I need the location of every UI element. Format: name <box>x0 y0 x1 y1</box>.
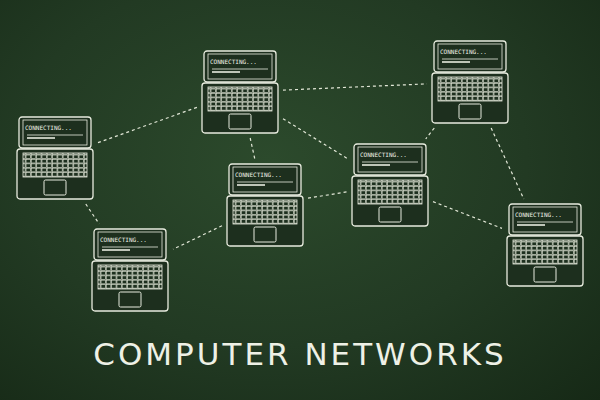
laptop-part <box>233 167 297 192</box>
laptop-node: CONNECTING... <box>430 39 510 125</box>
screen-label: CONNECTING... <box>25 124 72 131</box>
laptop-part <box>102 249 130 251</box>
laptop-part <box>27 135 83 136</box>
laptop-part <box>362 162 418 163</box>
laptop-part <box>254 227 276 242</box>
screen-label: CONNECTING... <box>100 236 147 243</box>
diagram-title: COMPUTER NETWORKS <box>0 336 600 372</box>
laptop-part <box>204 51 276 82</box>
laptop-part <box>98 232 162 257</box>
laptop-part <box>23 120 87 145</box>
laptop-part <box>17 149 93 199</box>
screen-label: CONNECTING... <box>235 171 282 178</box>
network-link <box>283 119 347 159</box>
laptop-part <box>19 117 91 148</box>
laptop-node: CONNECTING... <box>350 142 430 228</box>
laptop-part <box>507 236 583 286</box>
network-link <box>308 192 347 198</box>
laptop-part <box>517 222 573 223</box>
laptop-part <box>119 292 141 307</box>
screen-label: CONNECTING... <box>515 211 562 218</box>
screen-label: CONNECTING... <box>360 151 407 158</box>
laptop-part <box>442 61 470 63</box>
network-link <box>491 128 524 199</box>
laptop-part <box>362 164 390 166</box>
laptop-part <box>237 184 265 186</box>
laptop-part <box>438 77 502 101</box>
laptop-part <box>202 83 278 133</box>
laptop-part <box>354 144 426 175</box>
screen-label: CONNECTING... <box>440 48 487 55</box>
laptop-part <box>459 104 481 119</box>
network-link <box>250 138 255 159</box>
network-link <box>433 202 502 229</box>
laptop-part <box>237 182 293 183</box>
network-link <box>98 107 197 142</box>
laptop-part <box>434 41 506 72</box>
laptop-node: CONNECTING... <box>505 202 585 288</box>
laptop-part <box>442 59 498 60</box>
laptop-part <box>432 73 508 123</box>
laptop-part <box>379 207 401 222</box>
laptop-part <box>92 261 168 311</box>
laptop-part <box>44 180 66 195</box>
laptop-part <box>352 176 428 226</box>
laptop-part <box>212 69 268 70</box>
laptop-part <box>23 153 87 177</box>
laptop-part <box>27 137 55 139</box>
laptop-part <box>212 71 240 73</box>
laptop-part <box>534 267 556 282</box>
laptop-part <box>229 164 301 195</box>
laptop-part <box>438 44 502 69</box>
laptop-part <box>208 87 272 111</box>
laptop-node: CONNECTING... <box>15 115 95 201</box>
laptop-part <box>98 265 162 289</box>
network-link <box>173 226 222 250</box>
laptop-part <box>358 180 422 204</box>
network-link <box>86 204 99 224</box>
laptop-node: CONNECTING... <box>200 49 280 135</box>
laptop-node: CONNECTING... <box>225 162 305 248</box>
laptop-part <box>513 207 577 232</box>
laptop-part <box>229 114 251 129</box>
laptop-part <box>513 240 577 264</box>
laptop-part <box>358 147 422 172</box>
laptop-part <box>102 247 158 248</box>
laptop-part <box>208 54 272 79</box>
network-link <box>283 84 427 90</box>
laptop-part <box>233 200 297 224</box>
screen-label: CONNECTING... <box>210 58 257 65</box>
laptop-part <box>94 229 166 260</box>
laptop-node: CONNECTING... <box>90 227 170 313</box>
laptop-part <box>227 196 303 246</box>
laptop-part <box>517 224 545 226</box>
laptop-part <box>509 204 581 235</box>
network-link <box>426 128 435 139</box>
